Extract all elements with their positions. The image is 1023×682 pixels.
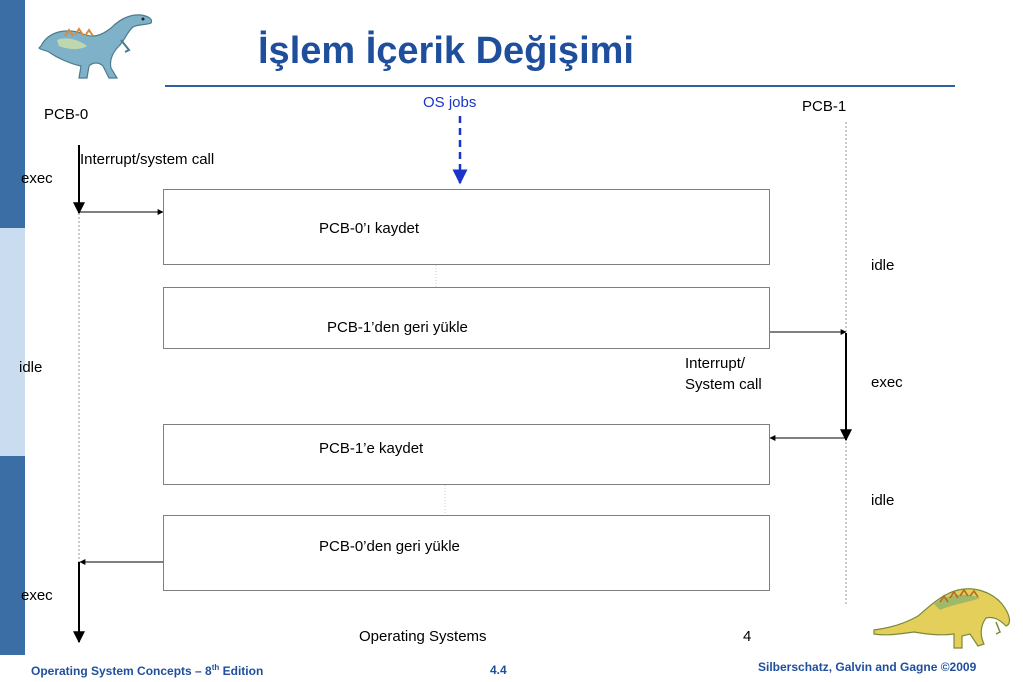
interrupt-label-2a: Interrupt/ [685, 355, 746, 372]
pcb1-state-idle-2: idle [871, 492, 895, 509]
pcb0-label: PCB-0 [44, 106, 89, 123]
footer-right: Silberschatz, Galvin and Gagne ©2009 [758, 660, 977, 674]
load-pcb1-box: PCB-1’den geri yükle [163, 287, 770, 349]
bottom-label: Operating Systems [359, 628, 487, 645]
pcb0-state-exec-1: exec [21, 170, 53, 187]
pcb1-state-exec: exec [871, 374, 903, 391]
save-pcb1-box: PCB-1’e kaydet [163, 424, 770, 485]
footer-bar [0, 655, 1023, 682]
box-label: PCB-1’den geri yükle [327, 319, 468, 336]
load-pcb0-box: PCB-0’den geri yükle [163, 515, 770, 591]
title-rule [165, 85, 955, 87]
box-label: PCB-0’den geri yükle [319, 538, 460, 555]
interrupt-label: Interrupt/system call [80, 151, 215, 168]
pcb1-label: PCB-1 [802, 98, 847, 115]
footer-center: 4.4 [490, 663, 507, 677]
page-title: İşlem İçerik Değişimi [258, 30, 634, 72]
box-label: PCB-0’ı kaydet [319, 220, 420, 237]
interrupt-label-2b: System call [685, 376, 762, 393]
sidebar-light [0, 228, 25, 456]
footer-left-main: Operating System Concepts – 8 [31, 664, 212, 678]
footer-left-tail: Edition [219, 664, 264, 678]
pcb0-state-idle: idle [19, 359, 43, 376]
dinosaur-icon [873, 588, 1011, 649]
sidebar-dark-top [0, 0, 25, 228]
box-label: PCB-1’e kaydet [319, 440, 424, 457]
footer-left-sup: th [211, 663, 220, 672]
pcb1-state-idle-1: idle [871, 257, 895, 274]
bottom-number: 4 [743, 628, 752, 645]
os-jobs-label: OS jobs [423, 94, 477, 111]
footer-left: Operating System Concepts – 8th Edition [31, 663, 263, 678]
sidebar-dark-bottom [0, 456, 25, 682]
pcb0-state-exec-2: exec [21, 587, 53, 604]
save-pcb0-box: PCB-0’ı kaydet [163, 189, 770, 265]
dinosaur-icon [38, 14, 153, 79]
